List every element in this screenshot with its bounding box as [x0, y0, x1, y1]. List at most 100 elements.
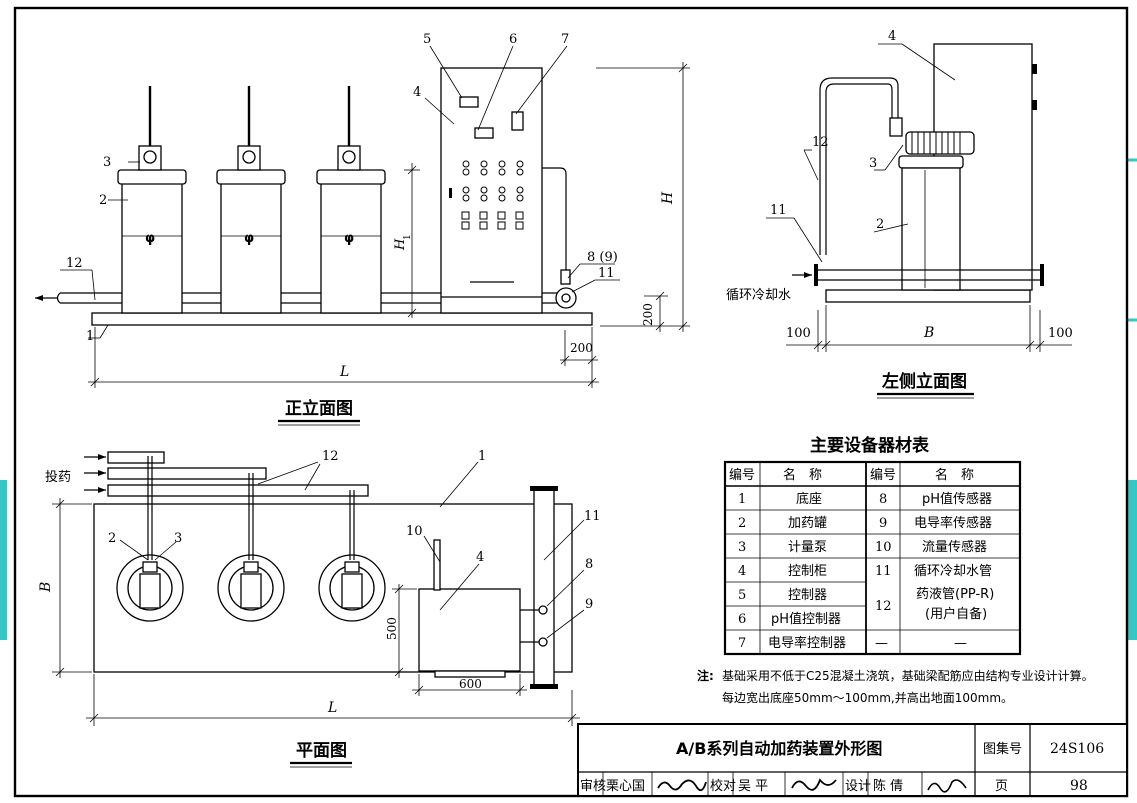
designer-name: 陈 倩 [873, 778, 903, 794]
row-no: 3 [738, 540, 746, 555]
dim-H1: H [393, 238, 408, 251]
dim-200-side: 200 [570, 341, 593, 355]
plan-callout-11: 11 [584, 509, 601, 524]
header-name-left: 名 称 [783, 467, 822, 483]
left-callout-12: 12 [812, 135, 829, 150]
row-name: 底座 [796, 491, 822, 507]
row-name: pH值控制器 [771, 611, 841, 627]
row-no: 10 [875, 540, 892, 555]
plan-cooling-pipe [533, 489, 555, 687]
table-title: 主要设备器材表 [810, 435, 930, 456]
row-name: 控制器 [788, 588, 827, 603]
callout-7: 7 [561, 32, 569, 47]
header-no-left: 编号 [729, 468, 755, 483]
front-tank-2 [216, 86, 286, 314]
base-plate [91, 312, 593, 326]
row-name: (用户自备) [925, 606, 987, 622]
drawing-title: A/B系列自动加药装置外形图 [676, 739, 882, 758]
right-edge-strip [1127, 480, 1137, 640]
dim-100-right: 100 [1048, 326, 1073, 341]
callout-11: 11 [598, 266, 615, 281]
left-elevation: 循环冷却水 4 12 3 2 11 B [726, 29, 1073, 399]
plan-view-caption: 平面图 [296, 741, 347, 761]
plan-callout-12: 12 [322, 449, 339, 464]
callout-4: 4 [413, 85, 421, 100]
left-edge-strip [0, 480, 7, 640]
header-name-right: 名 称 [935, 467, 974, 483]
dim-B-left: B [923, 325, 934, 341]
reviewer-signature [657, 779, 707, 792]
plan-tank-1 [116, 456, 184, 622]
equipment-table: 主要设备器材表 编号 名 称 编号 名 称 1 底座 2 加药罐 3 计量泵 4 [723, 435, 1022, 656]
row-name: 电导率传感器 [914, 515, 992, 531]
row-no: 6 [738, 612, 746, 627]
callout-8-9: 8 (9) [587, 250, 618, 265]
atlas-number: 24S106 [1050, 741, 1104, 757]
plan-tank-3 [318, 490, 386, 622]
front-tank-1 [117, 86, 187, 314]
plan-callout-3: 3 [174, 531, 182, 546]
front-control-cabinet [440, 67, 543, 314]
title-block: A/B系列自动加药装置外形图 图集号 24S106 页 98 审核 栗心国 校对… [577, 723, 1128, 797]
left-callout-2: 2 [876, 217, 884, 232]
dim-H1-subscript: 1 [403, 234, 413, 240]
row-name: 计量泵 [788, 540, 827, 555]
dim-B-plan: B [38, 582, 54, 593]
phi-label-3: φ [344, 231, 354, 246]
front-tank-3 [316, 86, 386, 314]
row-no: 1 [738, 492, 746, 507]
row-no: 2 [738, 516, 746, 531]
page-label: 页 [995, 779, 1008, 794]
plan-callout-10: 10 [406, 524, 423, 539]
dim-100-left: 100 [786, 326, 811, 341]
left-callout-3: 3 [869, 156, 877, 171]
row-name: 电导率控制器 [768, 635, 846, 651]
designer-signature [927, 779, 967, 793]
dim-H: H [660, 191, 676, 205]
note-prefix: 注: [697, 668, 714, 683]
header-no-right: 编号 [870, 468, 896, 483]
callout-3: 3 [103, 155, 111, 170]
callout-2: 2 [99, 193, 107, 208]
row-name: 控制柜 [788, 564, 827, 579]
callout-1: 1 [86, 329, 94, 344]
note: 注: 基础采用不低于C25混凝土浇筑，基础梁配筋应由结构专业设计计算。 每边宽出… [697, 668, 1094, 705]
dosing-label: 投药 [45, 469, 71, 485]
left-callout-4: 4 [888, 29, 896, 44]
callout-6: 6 [509, 32, 517, 47]
plan-callout-8: 8 [585, 557, 593, 572]
plan-cabinet [418, 588, 521, 672]
phi-label-2: φ [244, 231, 254, 246]
row-name: pH值传感器 [922, 491, 992, 507]
dim-500: 500 [385, 617, 399, 640]
row-no: 9 [879, 516, 887, 531]
row-name: 循环冷却水管 [914, 564, 992, 579]
callout-12: 12 [66, 256, 83, 271]
cooling-water-label: 循环冷却水 [726, 288, 791, 303]
note-line-2: 每边宽出底座50mm～100mm,并高出地面100mm。 [722, 690, 1013, 705]
dim-L-plan: L [327, 700, 337, 716]
left-base [825, 289, 1031, 303]
front-elevation-caption: 正立面图 [285, 398, 353, 419]
reviewer-name: 栗心国 [606, 779, 645, 794]
left-callout-11: 11 [770, 203, 787, 218]
atlas-label: 图集号 [983, 741, 1022, 757]
row-name: 加药罐 [788, 516, 827, 531]
checker-name: 吴 平 [738, 779, 768, 794]
check-label: 校对 [710, 778, 736, 794]
dim-600: 600 [459, 677, 482, 691]
row-no: 12 [875, 599, 892, 614]
row-name: 流量传感器 [922, 539, 987, 555]
review-label: 审核 [580, 779, 606, 794]
plan-tank-2 [217, 473, 285, 622]
left-elevation-caption: 左侧立面图 [882, 371, 967, 392]
row-name: — [954, 636, 967, 651]
row-no: 5 [738, 588, 746, 603]
plan-callout-2: 2 [108, 531, 116, 546]
note-line-1: 基础采用不低于C25混凝土浇筑，基础梁配筋应由结构专业设计计算。 [722, 668, 1094, 683]
row-no: 4 [738, 564, 746, 579]
plan-callout-4: 4 [476, 550, 484, 565]
plan-callout-9: 9 [585, 597, 593, 612]
sheet-border [13, 6, 1129, 798]
